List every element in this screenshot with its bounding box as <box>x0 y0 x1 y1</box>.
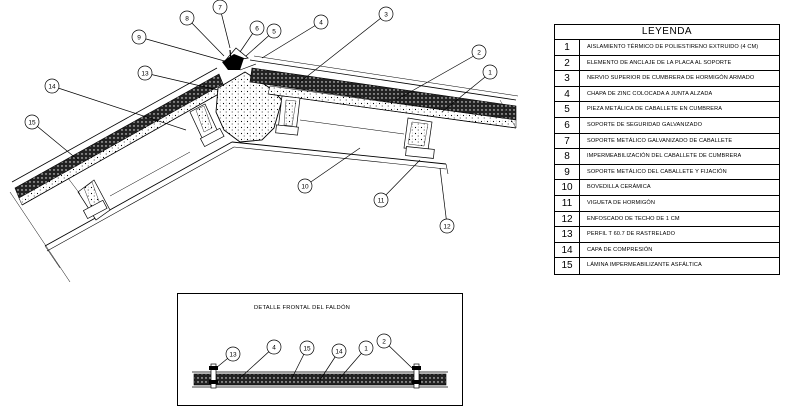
section-callout-labels: 1 2 3 4 5 6 7 8 9 10 11 12 13 14 15 <box>28 5 492 231</box>
right-joist <box>403 117 435 159</box>
legend-description: PIEZA METÁLICA DE CABALLETE EN CUMBRERA <box>587 106 723 113</box>
callout-14: 14 <box>48 84 56 91</box>
legend-row: 13 PERFIL T 60.7 DE RASTRELADO <box>555 227 779 243</box>
legend-row: 15 LÁMINA IMPERMEABILIZANTE ASFÁLTICA <box>555 258 779 274</box>
left-joist <box>67 177 111 221</box>
callout-6: 6 <box>255 26 259 33</box>
legend-row: 12 ENFOSCADO DE TECHO DE 1 CM <box>555 211 779 228</box>
left-slope-roof-package <box>9 67 235 283</box>
legend-row: 7 SOPORTE METÁLICO GALVANIZADO DE CABALLE… <box>555 133 779 150</box>
right-joist-near-ridge <box>275 95 301 136</box>
legend-description: NERVIO SUPERIOR DE CUMBRERA DE HORMIGÓN … <box>587 75 755 82</box>
callout-12: 12 <box>443 224 451 231</box>
legend-description: AISLAMIENTO TÉRMICO DE POLIESTIRENO EXTR… <box>587 44 759 50</box>
legend-number: 10 <box>555 180 580 195</box>
legend-row: 14 CAPA DE COMPRESIÓN <box>555 242 779 259</box>
right-slope-roof-package <box>231 55 519 175</box>
section-callouts <box>24 0 498 234</box>
legend-row: 6 SOPORTE DE SEGURIDAD GALVANIZADO <box>555 117 779 134</box>
legend-description: ENFOSCADO DE TECHO DE 1 CM <box>587 215 680 222</box>
detail-callout-1: 1 <box>364 346 368 353</box>
callout-10: 10 <box>301 184 309 191</box>
callout-2: 2 <box>477 50 481 57</box>
legend-row: 1 AISLAMIENTO TÉRMICO DE POLIESTIRENO EXT… <box>555 40 779 56</box>
legend-description: LÁMINA IMPERMEABILIZANTE ASFÁLTICA <box>587 262 702 269</box>
legend-number: 5 <box>555 102 580 117</box>
legend-number: 11 <box>555 195 580 211</box>
legend-row: 8 IMPERMEABILIZACIÓN DEL CABALLETE DE CUM… <box>555 149 779 165</box>
ridge-cap <box>222 47 257 71</box>
legend-rows: 1 AISLAMIENTO TÉRMICO DE POLIESTIRENO EXT… <box>555 40 779 274</box>
legend-number: 7 <box>555 133 580 149</box>
legend-number: 4 <box>555 86 580 102</box>
legend-number: 15 <box>555 258 580 274</box>
legend-description: PERFIL T 60.7 DE RASTRELADO <box>587 231 676 238</box>
legend-description: ELEMENTO DE ANCLAJE DE LA PLACA AL SOPOR… <box>587 59 732 66</box>
callout-11: 11 <box>378 198 385 205</box>
callout-3: 3 <box>384 12 388 19</box>
legend-number: 2 <box>555 55 580 71</box>
callout-5: 5 <box>272 29 276 36</box>
detail-callout-14: 14 <box>335 349 343 356</box>
legend-number: 9 <box>555 164 580 180</box>
legend-row: 5 PIEZA METÁLICA DE CABALLETE EN CUMBRERA <box>555 102 779 118</box>
detail-frontal-drawing: 13 4 15 14 1 2 <box>192 333 448 389</box>
callout-15: 15 <box>28 120 36 127</box>
legend-title: LEYENDA <box>555 25 779 40</box>
legend-description: SOPORTE METÁLICO GALVANIZADO DE CABALLET… <box>587 137 733 144</box>
detail-callout-15: 15 <box>303 346 311 353</box>
callout-7: 7 <box>218 5 222 12</box>
legend-row: 4 CHAPA DE ZINC COLOCADA A JUNTA ALZADA <box>555 86 779 103</box>
callout-8: 8 <box>185 16 189 23</box>
legend-row: 9 SOPORTE METÁLICO DEL CABALLETE Y FIJACI… <box>555 164 779 181</box>
legend-number: 14 <box>555 242 580 258</box>
detail-callout-13: 13 <box>229 352 237 359</box>
callout-9: 9 <box>137 35 141 42</box>
detail-frontal-box: DETALLE FRONTAL DEL FALDÓN <box>177 293 463 406</box>
legend-description: SOPORTE METÁLICO DEL CABALLETE Y FIJACIÓ… <box>587 168 727 175</box>
legend-description: CAPA DE COMPRESIÓN <box>587 246 653 253</box>
legend-description: BOVEDILLA CERÁMICA <box>587 184 651 191</box>
legend-number: 8 <box>555 149 580 164</box>
detail-callout-4: 4 <box>272 345 276 352</box>
legend-description: IMPERMEABILIZACIÓN DEL CABALLETE DE CUMB… <box>587 153 742 160</box>
legend-description: CHAPA DE ZINC COLOCADA A JUNTA ALZADA <box>587 90 713 97</box>
legend-description: SOPORTE DE SEGURIDAD GALVANIZADO <box>587 121 703 128</box>
legend-table: LEYENDA 1 AISLAMIENTO TÉRMICO DE POLIESTI… <box>554 24 780 275</box>
legend-number: 13 <box>555 227 580 242</box>
legend-description: VIGUETA DE HORMIGÓN <box>587 199 655 206</box>
legend-row: 10 BOVEDILLA CERÁMICA <box>555 180 779 196</box>
middle-left-joist <box>189 103 225 148</box>
legend-number: 3 <box>555 71 580 86</box>
legend-number: 12 <box>555 211 580 227</box>
legend-number: 6 <box>555 117 580 133</box>
callout-1: 1 <box>488 70 492 77</box>
legend-row: 3 NERVIO SUPERIOR DE CUMBRERA DE HORMIGÓN… <box>555 71 779 87</box>
detail-title: DETALLE FRONTAL DEL FALDÓN <box>254 305 351 311</box>
callout-4: 4 <box>319 20 323 27</box>
ceramic-vault <box>109 119 405 197</box>
legend-row: 11 VIGUETA DE HORMIGÓN <box>555 195 779 212</box>
legend-number: 1 <box>555 40 580 55</box>
detail-callout-2: 2 <box>382 339 386 346</box>
legend-row: 2 ELEMENTO DE ANCLAJE DE LA PLACA AL SOPO… <box>555 55 779 72</box>
callout-13: 13 <box>141 71 149 78</box>
